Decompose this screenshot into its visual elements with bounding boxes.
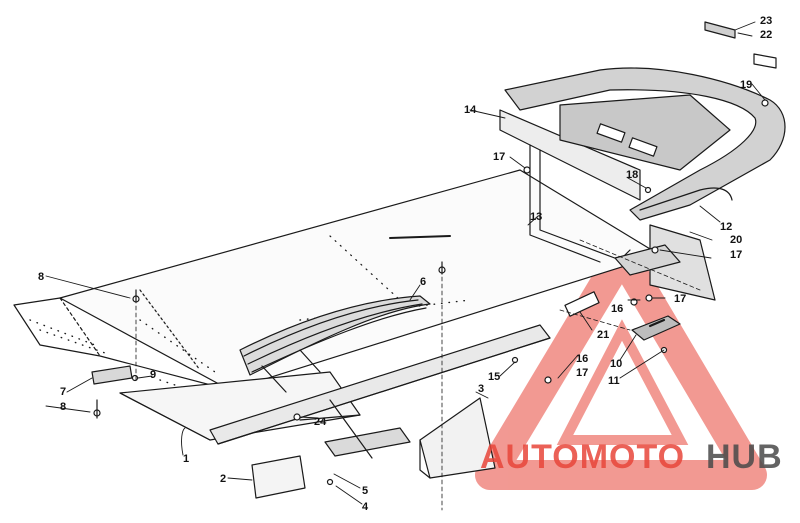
callout-14: 14	[464, 104, 477, 116]
leader-lines	[45, 21, 766, 505]
callout-labels: 1 2 3 4 5 6 7 8 8 9 10 11 12 13 14 15 16…	[38, 15, 772, 513]
callout-18: 18	[626, 169, 638, 181]
callout-17d: 17	[576, 367, 588, 379]
callout-11: 11	[608, 375, 620, 387]
callout-17a: 17	[493, 151, 505, 163]
callout-8b: 8	[60, 401, 66, 413]
mounting-bracket	[631, 315, 681, 341]
callout-2: 2	[220, 473, 226, 485]
watermark-text: AUTOMOTO HUB	[480, 438, 783, 476]
watermark-logo-icon	[475, 240, 767, 490]
callout-23: 23	[760, 15, 772, 27]
callout-16a: 16	[611, 303, 623, 315]
callout-8a: 8	[38, 271, 44, 283]
small-plate	[251, 455, 306, 499]
callout-7: 7	[60, 386, 66, 398]
callout-20: 20	[730, 234, 742, 246]
callout-15: 15	[488, 371, 500, 383]
callout-10: 10	[610, 358, 622, 370]
callout-3: 3	[478, 383, 484, 395]
fasteners	[93, 99, 769, 486]
callout-21: 21	[597, 329, 609, 341]
watermark-brand-part2: HUB	[706, 438, 783, 476]
rear-bumper-assembly	[499, 67, 786, 263]
spacer-tube	[564, 291, 600, 317]
callout-19: 19	[740, 79, 752, 91]
callout-6: 6	[420, 276, 426, 288]
floor-plate	[119, 371, 361, 441]
rivet-pattern	[29, 299, 471, 416]
side-frame	[614, 224, 716, 301]
callout-13: 13	[530, 211, 542, 223]
cable-bundle	[239, 295, 431, 393]
callout-5: 5	[362, 485, 368, 497]
callout-4: 4	[362, 501, 369, 513]
callout-17c: 17	[674, 293, 686, 305]
watermark-brand-part1: AUTOMOTO	[480, 438, 685, 476]
clip-bracket	[91, 365, 133, 385]
assembly-lines	[135, 239, 701, 511]
side-plate	[419, 397, 496, 479]
callout-12: 12	[720, 221, 732, 233]
decal-22	[753, 53, 777, 69]
callout-16b: 16	[576, 353, 588, 365]
callout-24: 24	[314, 416, 327, 428]
decal-23	[704, 21, 736, 39]
callout-9: 9	[150, 369, 156, 381]
callout-22: 22	[760, 29, 772, 41]
callout-17b: 17	[730, 249, 742, 261]
mud-flap	[324, 399, 411, 459]
callout-1: 1	[183, 453, 189, 465]
